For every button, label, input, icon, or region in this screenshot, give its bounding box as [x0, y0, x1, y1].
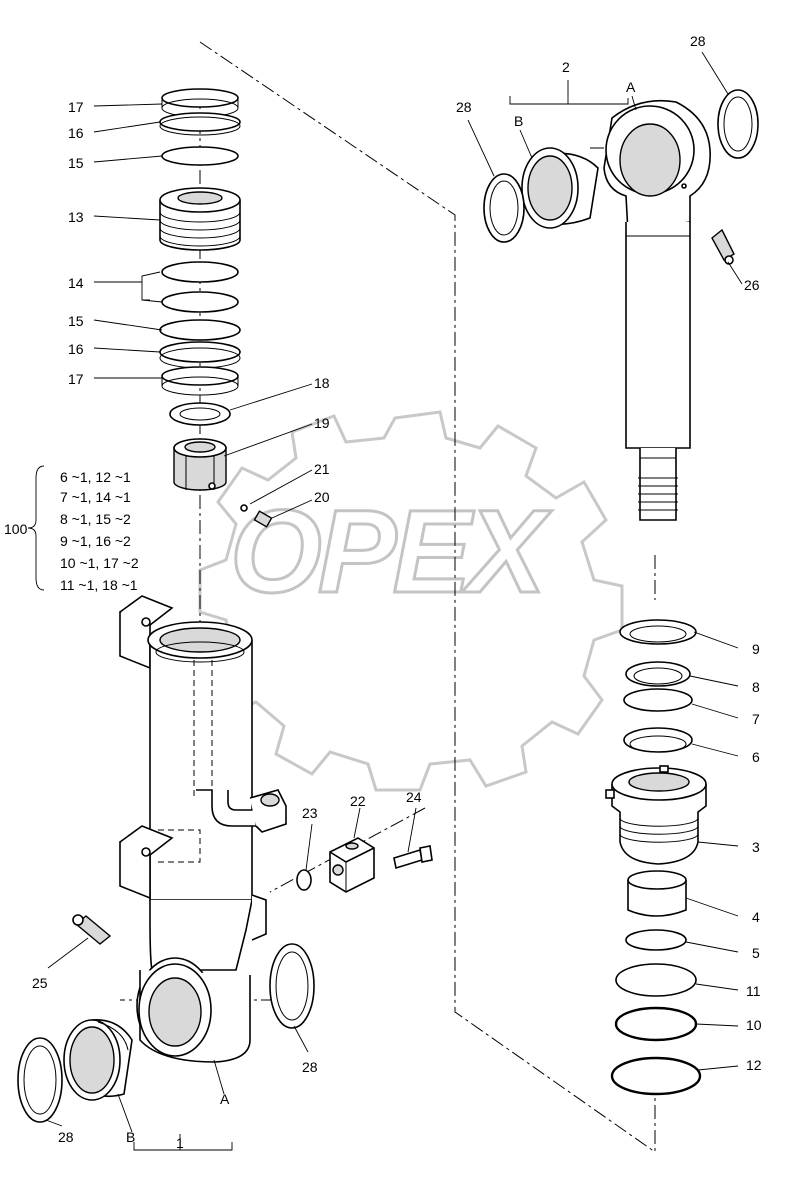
watermark-text: OPEX [230, 486, 552, 618]
callout-25: 25 [32, 975, 48, 991]
callout-4: 4 [752, 909, 760, 925]
kit-line: 6 ~1, 12 ~1 [60, 469, 131, 485]
callout-28: 28 [302, 1059, 318, 1075]
seal-9 [619, 619, 697, 645]
callout-14: 14 [68, 275, 84, 291]
callout-B-bottom: B [126, 1129, 135, 1145]
callout-1: 1 [176, 1135, 184, 1151]
bolt-24 [393, 845, 433, 870]
washer-18 [169, 402, 231, 426]
nut-19 [173, 438, 227, 491]
callout-11: 11 [746, 983, 761, 999]
callout-12: 12 [746, 1057, 762, 1073]
callout-7: 7 [752, 711, 760, 727]
callout-17: 17 [68, 99, 84, 115]
ring-15-top [161, 146, 239, 166]
kit-100-list: 6 ~1, 12 ~1 7 ~1, 14 ~1 8 ~1, 15 ~2 9 ~1… [60, 469, 139, 593]
callout-15: 15 [68, 313, 84, 329]
callout-19: 19 [314, 415, 330, 431]
callout-18: 18 [314, 375, 330, 391]
cylinder-tube-1 [119, 595, 287, 1063]
callout-16: 16 [68, 341, 84, 357]
callout-labels: 17 16 15 13 14 15 16 17 18 19 21 20 100 … [4, 33, 762, 1151]
ring-10 [614, 1006, 698, 1042]
rod-cover-3 [605, 765, 707, 865]
seal-28-top-left [483, 173, 525, 243]
callout-28: 28 [58, 1129, 74, 1145]
callout-A-top: A [626, 79, 636, 95]
callout-26: 26 [744, 277, 760, 293]
ring-11 [615, 963, 697, 997]
grease-fitting-26 [711, 228, 735, 265]
callout-6: 6 [752, 749, 760, 765]
grease-fitting-25 [72, 914, 112, 945]
ring-12 [610, 1056, 702, 1096]
callout-13: 13 [68, 209, 84, 225]
kit-line: 8 ~1, 15 ~2 [60, 511, 131, 527]
callout-B-top: B [514, 113, 523, 129]
ring-15-bottom [159, 319, 241, 341]
callout-3: 3 [752, 839, 760, 855]
kit-line: 7 ~1, 14 ~1 [60, 489, 131, 505]
bushing-B-top [521, 147, 599, 229]
callout-20: 20 [314, 489, 330, 505]
seal-28-mid [269, 943, 315, 1029]
callout-22: 22 [350, 793, 366, 809]
set-screw-20 [253, 510, 273, 528]
ring-16-top [159, 112, 241, 136]
seal-17-top [161, 88, 239, 118]
seal-28-top-right [717, 89, 759, 159]
callout-2: 2 [562, 59, 570, 75]
seal-6 [623, 727, 693, 753]
callout-28: 28 [456, 99, 472, 115]
callout-8: 8 [752, 679, 760, 695]
bushing-4 [627, 870, 687, 917]
callout-28: 28 [690, 33, 706, 49]
callout-100: 100 [4, 521, 28, 537]
kit-line: 10 ~1, 17 ~2 [60, 555, 139, 571]
piston-13 [159, 187, 241, 251]
callout-15: 15 [68, 155, 84, 171]
ball-21 [240, 504, 248, 512]
kit-line: 11 ~1, 18 ~1 [60, 577, 138, 593]
callout-9: 9 [752, 641, 760, 657]
leader-lines [27, 51, 743, 1151]
callout-5: 5 [752, 945, 760, 961]
callout-A-bottom: A [220, 1091, 230, 1107]
piston-rod-2 [603, 99, 711, 521]
watermark: OPEX [198, 410, 624, 792]
snap-ring-5 [625, 929, 687, 951]
callout-10: 10 [746, 1017, 762, 1033]
check-valve-block-22 [329, 837, 375, 893]
ring-7 [623, 688, 693, 712]
callout-16: 16 [68, 125, 84, 141]
ring-14 [161, 261, 239, 313]
callout-23: 23 [302, 805, 318, 821]
seal-28-bottom-left [17, 1037, 63, 1123]
callout-21: 21 [314, 461, 330, 477]
ring-8 [625, 661, 691, 687]
kit-line: 9 ~1, 16 ~2 [60, 533, 131, 549]
callout-17: 17 [68, 371, 84, 387]
bushing-B-left [63, 1019, 133, 1101]
callout-24: 24 [406, 789, 422, 805]
o-ring-23 [296, 869, 312, 891]
